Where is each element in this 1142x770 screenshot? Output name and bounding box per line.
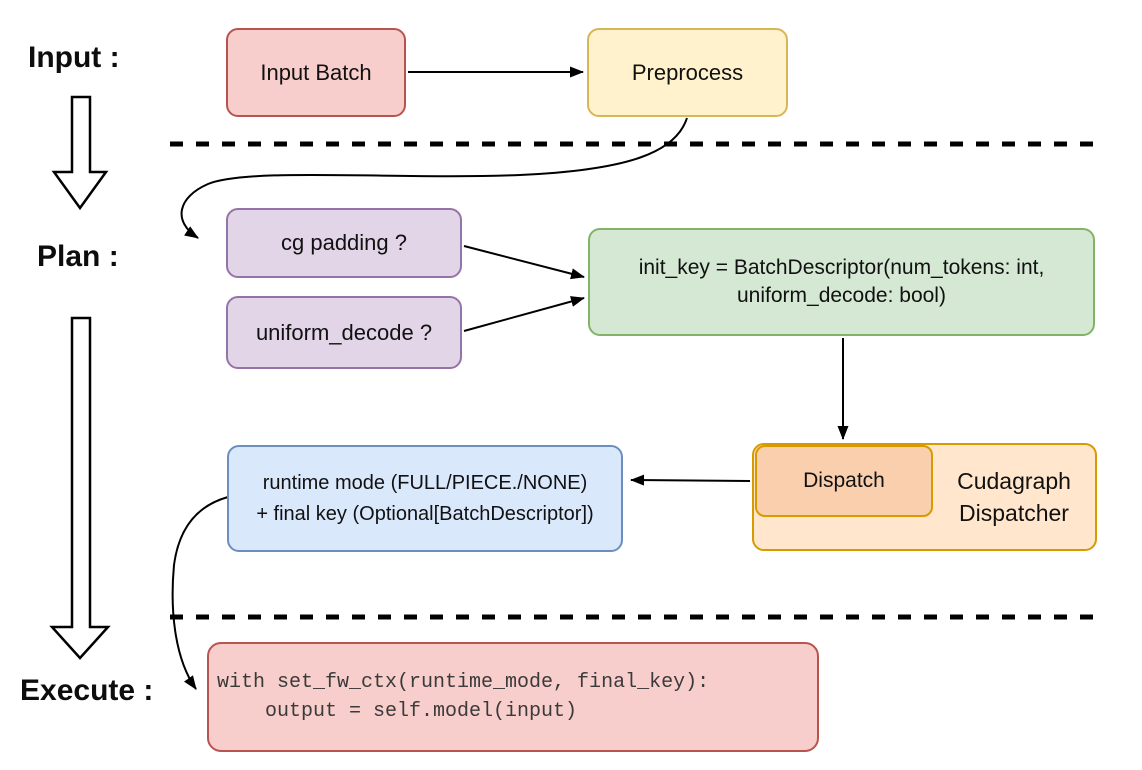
runtime-mode-label: runtime mode (FULL/PIECE./NONE) + final … (256, 471, 594, 525)
runtime-mode-node: runtime mode (FULL/PIECE./NONE) + final … (227, 445, 623, 552)
cg-padding-label: cg padding ? (281, 230, 407, 256)
preprocess-to-cg-padding-curve (180, 117, 688, 239)
uniform-decode-label: uniform_decode ? (255, 319, 433, 345)
plan-stage-label: Plan : (37, 240, 119, 273)
cg-padding-node: cg padding ? (226, 208, 462, 278)
input-batch-node: Input Batch (226, 28, 406, 117)
init-key-label: init_key = BatchDescriptor(num_tokens: i… (638, 256, 1045, 307)
cudagraph-dispatcher-label: Cudagraph Dispatcher (957, 467, 1071, 526)
execute-code-node: with set_fw_ctx(runtime_mode, final_key)… (207, 642, 819, 752)
uniform-decode-to-init-key-arrow (463, 296, 585, 332)
dispatch-node: Dispatch (755, 445, 933, 517)
execute-code-text: with set_fw_ctx(runtime_mode, final_key)… (217, 671, 710, 723)
init-key-node: init_key = BatchDescriptor(num_tokens: i… (588, 228, 1095, 336)
plan-to-execute-arrow (49, 316, 111, 660)
dispatch-to-runtime-arrow (630, 474, 751, 486)
execute-stage-label: Execute : (20, 674, 154, 707)
cg-padding-to-init-key-arrow (463, 245, 585, 280)
input-stage-label: Input : (28, 41, 120, 74)
dispatch-label: Dispatch (803, 469, 885, 493)
input-to-plan-arrow (51, 95, 109, 211)
preprocess-label: Preprocess (631, 59, 744, 85)
uniform-decode-node: uniform_decode ? (226, 296, 462, 369)
input-batch-label: Input Batch (260, 59, 372, 85)
preprocess-node: Preprocess (587, 28, 788, 117)
runtime-to-execute-code-curve (171, 496, 229, 690)
